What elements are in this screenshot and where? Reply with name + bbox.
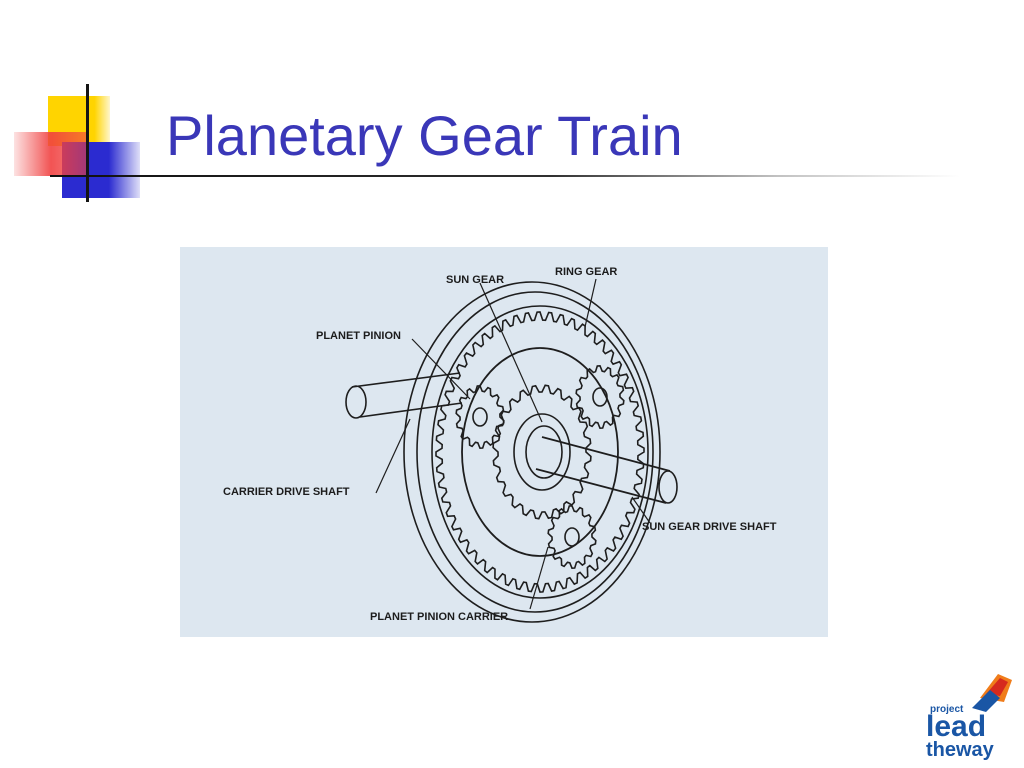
planetary-gear-diagram: SUN GEAR RING GEAR PLANET PINION CARRIER… [180, 247, 828, 637]
project-lead-the-way-logo: project lead theway [920, 668, 1016, 762]
logo-lead: lead [926, 710, 986, 743]
planet-pinion-3 [547, 504, 597, 570]
title-decoration [14, 84, 140, 202]
deco-red-square [14, 132, 88, 176]
page-title: Planetary Gear Train [166, 104, 683, 167]
label-ring-gear: RING GEAR [555, 266, 617, 278]
planet-pinion-1 [455, 384, 505, 450]
housing-outer [403, 281, 661, 623]
sun-gear [492, 384, 592, 520]
title-underline [50, 175, 960, 177]
planet-pinions [455, 364, 625, 570]
label-planet-pinion-carrier: PLANET PINION CARRIER [370, 611, 508, 623]
planet-pinion-carrier-plate [461, 347, 619, 557]
logo-project: project [930, 704, 964, 715]
label-planet-pinion: PLANET PINION [316, 330, 401, 342]
logo-theway: theway [926, 739, 995, 761]
label-sun-gear-drive-shaft: SUN GEAR DRIVE SHAFT [642, 521, 777, 533]
label-carrier-drive-shaft: CARRIER DRIVE SHAFT [223, 486, 350, 498]
carrier-drive-shaft [345, 372, 463, 419]
sun-gear-drive-shaft [535, 436, 678, 504]
planet-pinion-2 [575, 364, 625, 430]
label-sun-gear: SUN GEAR [446, 274, 504, 286]
ring-gear [431, 305, 649, 599]
